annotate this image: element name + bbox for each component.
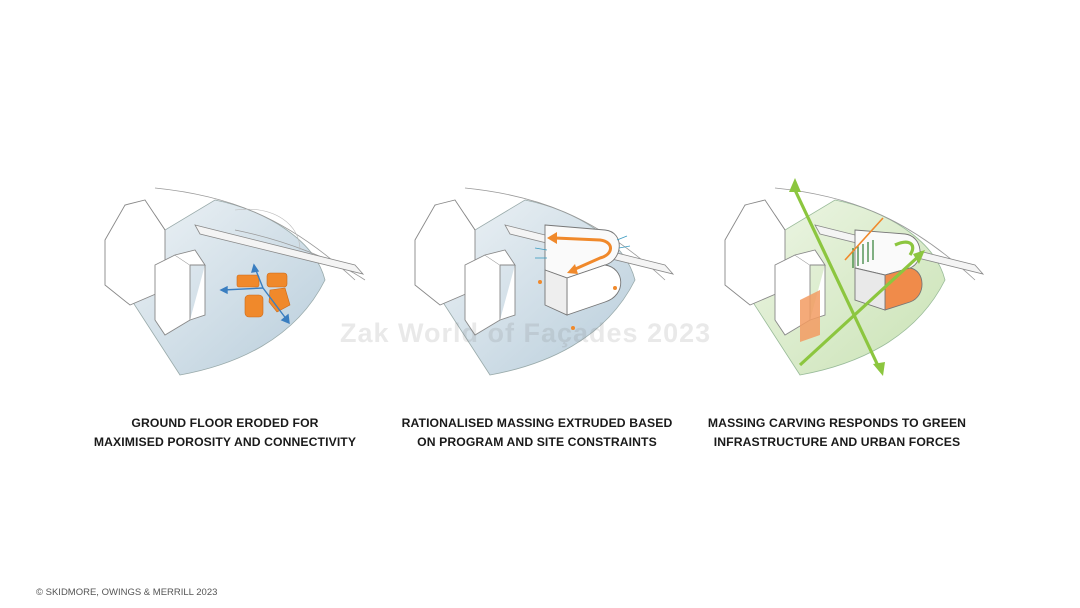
massing-diagram-2 [414,187,675,376]
diagram-ground-floor-eroded [85,170,385,400]
carved-massing [854,229,923,311]
caption-line: ON PROGRAM AND SITE CONSTRAINTS [417,435,657,449]
orange-line [844,217,884,261]
context-line [464,187,666,281]
eroded-volumes [236,272,291,318]
massing-diagram-1 [104,187,366,376]
program-flow-arrow [554,236,612,272]
caption-line: RATIONALISED MASSING EXTRUDED BASED [401,416,673,430]
orange-facade [800,290,820,342]
arrowhead [547,232,557,244]
context-line [154,187,356,281]
caption-line: MAXIMISED POROSITY AND CONNECTIVITY [93,435,357,449]
site-constraint-lines [534,235,631,259]
context-line [234,229,366,281]
massing-diagram-3 [724,178,985,376]
elevated-road [194,224,365,275]
caption-massing-carving: MASSING CARVING RESPONDS TO GREEN INFRAS… [657,414,1017,452]
arrowhead [913,250,925,264]
caption-line: INFRASTRUCTURE AND URBAN FORCES [713,435,961,449]
arrowhead [567,264,578,274]
neighbour-building [414,199,516,336]
context-line [774,187,976,281]
copyright-credit: © SKIDMORE, OWINGS & MERRILL 2023 [36,587,218,598]
neighbour-building [724,199,826,336]
watermark: Zak World of Façades 2023 [340,318,712,348]
diagram-rationalised-massing [395,170,695,400]
caption-rationalised-massing: RATIONALISED MASSING EXTRUDED BASED ON P… [357,414,717,452]
diagram-massing-carving [705,170,1005,400]
arrowhead [789,178,801,192]
arrowhead [873,362,885,376]
markers [538,280,617,330]
caption-line: MASSING CARVING RESPONDS TO GREEN [707,416,967,430]
context-line [234,208,301,251]
caption-ground-floor: GROUND FLOOR ERODED FOR MAXIMISED POROSI… [45,414,405,452]
connectivity-arrows [219,263,290,325]
green-infrastructure-arrows [793,189,922,371]
caption-line: GROUND FLOOR ERODED FOR [131,416,319,430]
neighbour-building [104,199,206,336]
